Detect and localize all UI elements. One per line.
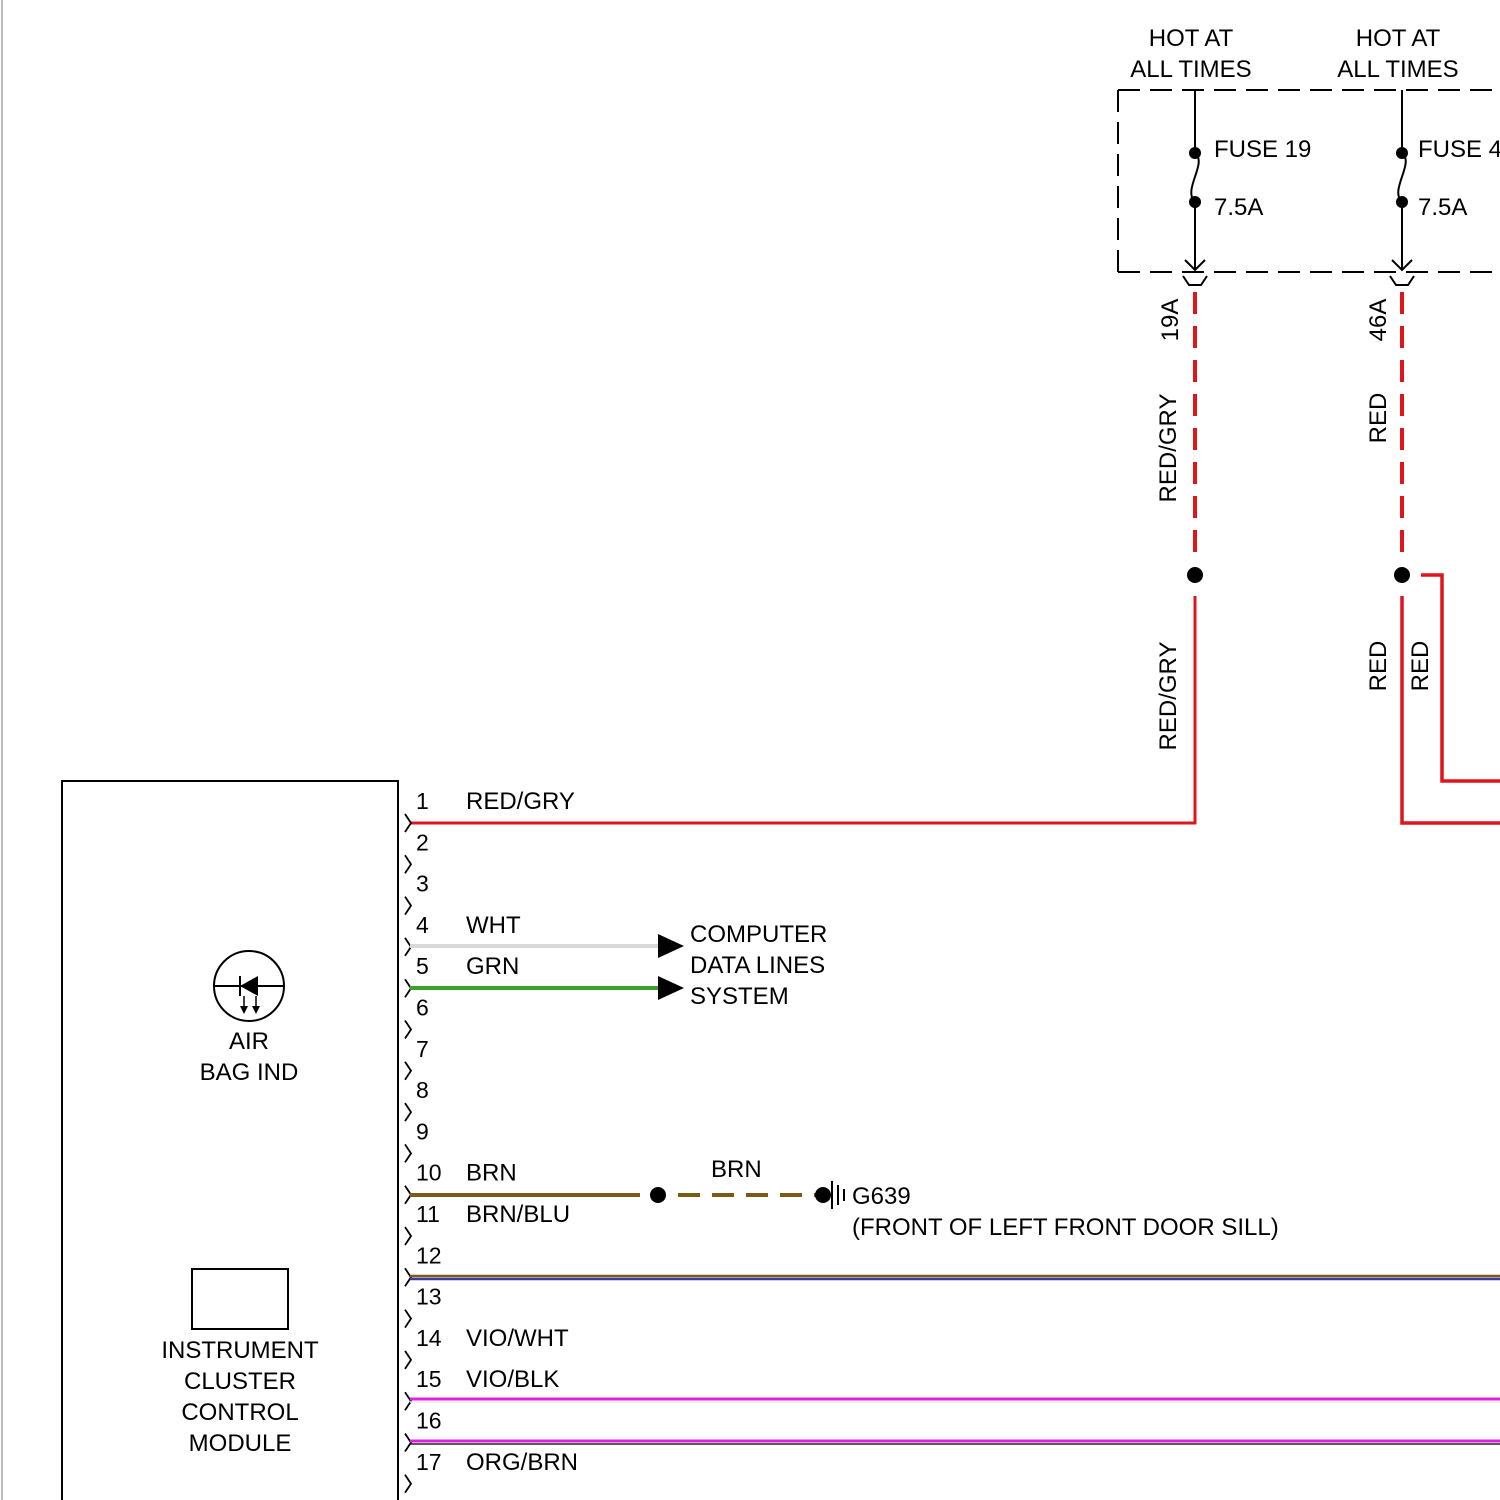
pin-number: 15 — [416, 1366, 442, 1392]
pin-wire-label: VIO/WHT — [466, 1325, 569, 1352]
fuse-19: HOT AT ALL TIMES FUSE 19 7.5A 19A RED/GR… — [1130, 25, 1311, 750]
fuse46-connector-icon — [1390, 276, 1414, 285]
pin-number: 1 — [416, 788, 429, 814]
pin-wire-label: BRN — [466, 1160, 517, 1187]
pin-number: 8 — [416, 1077, 429, 1103]
pin-wire-label: BRN/BLU — [466, 1201, 570, 1228]
pin-wire-label: RED/GRY — [466, 788, 575, 815]
power-wires — [410, 292, 1500, 823]
pin-number: 10 — [416, 1160, 442, 1186]
wire-red-solid-a — [1402, 596, 1500, 823]
fuse-46: HOT AT ALL TIMES FUSE 4 7.5A 46A RED RED… — [1337, 25, 1500, 691]
connector-pins: 1 RED/GRY 2 3 4 WHT 5 GRN 6 7 8 9 10 BRN 11 BRN/BLU 12 13… — [405, 788, 578, 1493]
data-lines-label-2: DATA LINES — [690, 952, 825, 979]
fuse19-wire-lower-label: RED/GRY — [1155, 642, 1182, 751]
pin-cavity-icon — [405, 1392, 411, 1410]
ground-dot — [815, 1187, 831, 1203]
pin-number: 6 — [416, 995, 429, 1021]
fuse46-label: FUSE 4 — [1418, 136, 1500, 163]
fuse46-wire-upper-label: RED — [1365, 393, 1392, 444]
data-lines-label-3: SYSTEM — [690, 983, 789, 1010]
airbag-label-2: BAG IND — [200, 1059, 299, 1086]
pin-wire-label: GRN — [466, 953, 519, 980]
pin-cavity-icon — [405, 855, 411, 873]
pin-cavity-icon — [405, 1062, 411, 1080]
pin-number: 16 — [416, 1408, 442, 1434]
instrument-cluster-module: AIR BAG IND INSTRUMENT CLUSTER CONTROL M… — [62, 781, 398, 1500]
fuse19-element — [1191, 153, 1199, 202]
pin-wires: COMPUTER DATA LINES SYSTEM BRN G639 (FRO… — [410, 921, 1500, 1444]
pin-cavity-icon — [405, 1227, 411, 1245]
fuse46-element — [1398, 153, 1406, 202]
grn-arrow-icon — [658, 976, 684, 1000]
pin-cavity-icon — [405, 1144, 411, 1162]
pin-cavity-icon — [405, 1351, 411, 1369]
pin-number: 14 — [416, 1325, 442, 1351]
wht-arrow-icon — [658, 934, 684, 958]
pin-number: 17 — [416, 1449, 442, 1475]
fuse46-hot-label-2: ALL TIMES — [1337, 56, 1458, 83]
fuse19-label: FUSE 19 — [1214, 136, 1311, 163]
fuse19-terminal-id: 19A — [1157, 299, 1184, 342]
pin-wire-label: VIO/BLK — [466, 1366, 559, 1393]
pin-number: 3 — [416, 871, 429, 897]
fuse46-rating: 7.5A — [1418, 194, 1467, 221]
module-name-2: CLUSTER — [184, 1368, 296, 1395]
pin-cavity-icon — [405, 1268, 411, 1286]
pin-number: 12 — [416, 1242, 442, 1268]
ground-id: G639 — [852, 1183, 911, 1210]
splice-19-dot — [1187, 567, 1203, 583]
fuse46-wire-lower-label-a: RED — [1365, 641, 1392, 692]
data-lines-label-1: COMPUTER — [690, 921, 827, 948]
pin-number: 4 — [416, 912, 429, 938]
fuse19-connector-icon — [1183, 276, 1207, 285]
airbag-label-1: AIR — [229, 1028, 269, 1055]
fuse19-hot-label-1: HOT AT — [1149, 25, 1234, 52]
pin-number: 13 — [416, 1284, 442, 1310]
module-name-4: MODULE — [189, 1430, 292, 1457]
pin-cavity-icon — [405, 1021, 411, 1039]
pin-number: 2 — [416, 829, 429, 855]
pin-cavity-icon — [405, 897, 411, 915]
pin-wire-label: WHT — [466, 912, 521, 939]
module-symbol — [192, 1269, 288, 1329]
fuse46-wire-lower-label-b: RED — [1407, 641, 1434, 692]
fuse46-terminal-id: 46A — [1365, 299, 1392, 342]
splice-46-dot — [1394, 567, 1410, 583]
airbag-indicator: AIR BAG IND — [200, 951, 299, 1086]
pin-cavity-icon — [405, 1103, 411, 1121]
brn-splice-dot — [650, 1187, 666, 1203]
module-name-1: INSTRUMENT — [161, 1337, 319, 1364]
ground-location: (FRONT OF LEFT FRONT DOOR SILL) — [852, 1214, 1279, 1241]
fuse19-rating: 7.5A — [1214, 194, 1263, 221]
fuse-block — [1118, 90, 1500, 272]
module-name-3: CONTROL — [181, 1399, 298, 1426]
pin-cavity-icon — [405, 1310, 411, 1328]
fuse19-wire-upper-label: RED/GRY — [1155, 394, 1182, 503]
fuse19-hot-label-2: ALL TIMES — [1130, 56, 1251, 83]
pin-number: 7 — [416, 1036, 429, 1062]
pin-number: 11 — [416, 1201, 440, 1227]
ground-wire-label: BRN — [711, 1156, 762, 1183]
fuse46-hot-label-1: HOT AT — [1356, 25, 1441, 52]
pin-cavity-icon — [405, 814, 411, 832]
pin-number: 5 — [416, 953, 429, 979]
pin-cavity-icon — [405, 1475, 411, 1493]
pin-number: 9 — [416, 1118, 429, 1144]
pin-wire-label: ORG/BRN — [466, 1449, 578, 1476]
